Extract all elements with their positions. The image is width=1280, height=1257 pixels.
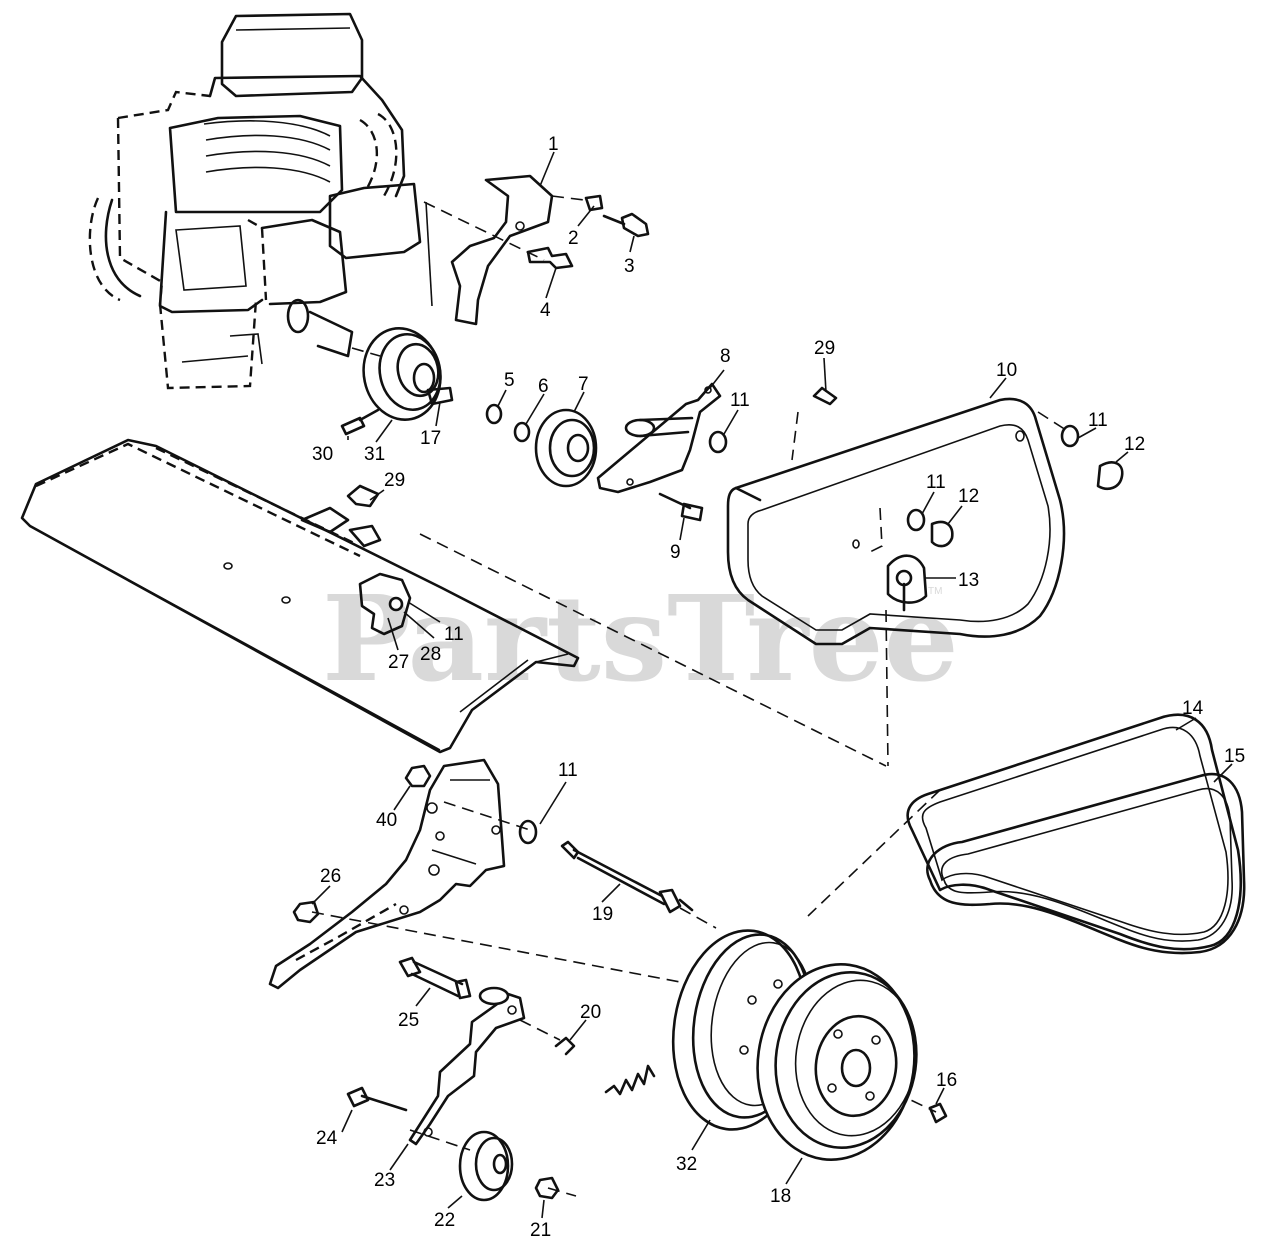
belt-guard — [726, 397, 1066, 646]
washer-11-a — [708, 430, 728, 454]
bolt-9 — [658, 492, 704, 522]
guide-line — [885, 609, 889, 767]
washer-11-d — [518, 819, 538, 845]
callout-15: 15 — [1224, 746, 1245, 767]
callout-20: 20 — [580, 1002, 601, 1023]
callout-3: 3 — [624, 256, 635, 277]
drive-belts — [906, 713, 1246, 955]
washers — [485, 403, 531, 443]
guide-line — [807, 789, 941, 917]
guide-line — [419, 533, 887, 767]
callout-25: 25 — [398, 1010, 419, 1031]
guide-line — [409, 1129, 471, 1151]
guide-line — [311, 911, 681, 983]
callout-32: 32 — [676, 1154, 697, 1175]
callout-29-b: 29 — [384, 470, 405, 491]
guide-line — [1037, 411, 1067, 431]
bolt-30 — [340, 408, 380, 436]
clip-29-lower — [346, 484, 380, 508]
callout-7: 7 — [578, 374, 589, 395]
callout-8: 8 — [720, 346, 731, 367]
callout-11-a: 11 — [730, 390, 750, 411]
callout-28: 28 — [420, 644, 441, 665]
spring — [604, 1064, 656, 1096]
idler-arm-23 — [408, 986, 526, 1146]
idler-pulley-7 — [534, 408, 598, 488]
pulley-18 — [756, 963, 918, 1161]
washer-16 — [928, 1102, 948, 1124]
callout-12-a: 12 — [1124, 434, 1145, 455]
callout-30: 30 — [312, 444, 333, 465]
callout-11-c: 11 — [926, 472, 946, 493]
callout-5: 5 — [504, 370, 515, 391]
clip-29-top — [791, 386, 838, 461]
shield-bracket — [268, 758, 506, 990]
idler-arm — [596, 382, 722, 494]
callout-numbers: 1 2 3 4 5 6 7 8 9 10 11 11 11 11 11 12 1… — [312, 134, 1245, 1241]
callout-13: 13 — [958, 570, 979, 591]
callout-11-b: 11 — [1088, 410, 1108, 431]
shaft-19 — [560, 840, 694, 914]
nut-40 — [404, 764, 432, 788]
cap-nut-12-b — [930, 520, 954, 548]
callout-31: 31 — [364, 444, 385, 465]
guide-line — [443, 801, 531, 831]
nut-21 — [534, 1176, 560, 1200]
guide-line — [519, 1019, 561, 1041]
guide-line — [679, 907, 717, 929]
callout-9: 9 — [670, 542, 681, 563]
callout-24: 24 — [316, 1128, 338, 1149]
engine — [88, 12, 433, 390]
callout-11-d: 11 — [444, 624, 464, 645]
bolt-24 — [346, 1086, 408, 1112]
callout-19: 19 — [592, 904, 613, 925]
watermark-trademark: TM — [928, 586, 942, 597]
callout-6: 6 — [538, 376, 549, 397]
idler-pulley-22 — [458, 1130, 514, 1202]
washer-11-c — [906, 508, 926, 532]
callout-4: 4 — [540, 300, 551, 321]
callout-40: 40 — [376, 810, 397, 831]
callout-11-e: 11 — [558, 760, 578, 781]
callout-14: 14 — [1182, 698, 1204, 719]
callout-12-b: 12 — [958, 486, 979, 507]
callout-16: 16 — [936, 1070, 957, 1091]
callout-10: 10 — [996, 360, 1017, 381]
leader-lines — [311, 151, 1233, 1219]
washer-11-b — [1060, 424, 1080, 448]
crankshaft-pulley — [351, 327, 454, 421]
cap-nut-12-a — [1096, 461, 1124, 490]
callout-26: 26 — [320, 866, 341, 887]
callout-22: 22 — [434, 1210, 455, 1231]
callout-29-a: 29 — [814, 338, 835, 359]
callout-23: 23 — [374, 1170, 395, 1191]
watermark: PartsTree — [322, 569, 959, 708]
callout-17: 17 — [420, 428, 441, 449]
callout-1: 1 — [548, 134, 559, 155]
clip-20 — [554, 1036, 576, 1056]
callout-21: 21 — [530, 1220, 551, 1241]
callout-27: 27 — [388, 652, 409, 673]
mounting-bracket — [423, 174, 650, 326]
callout-2: 2 — [568, 228, 579, 249]
tine-shield — [20, 438, 580, 754]
shaft-25 — [398, 956, 472, 1000]
guide-line — [547, 1187, 577, 1197]
callout-18: 18 — [770, 1186, 791, 1207]
